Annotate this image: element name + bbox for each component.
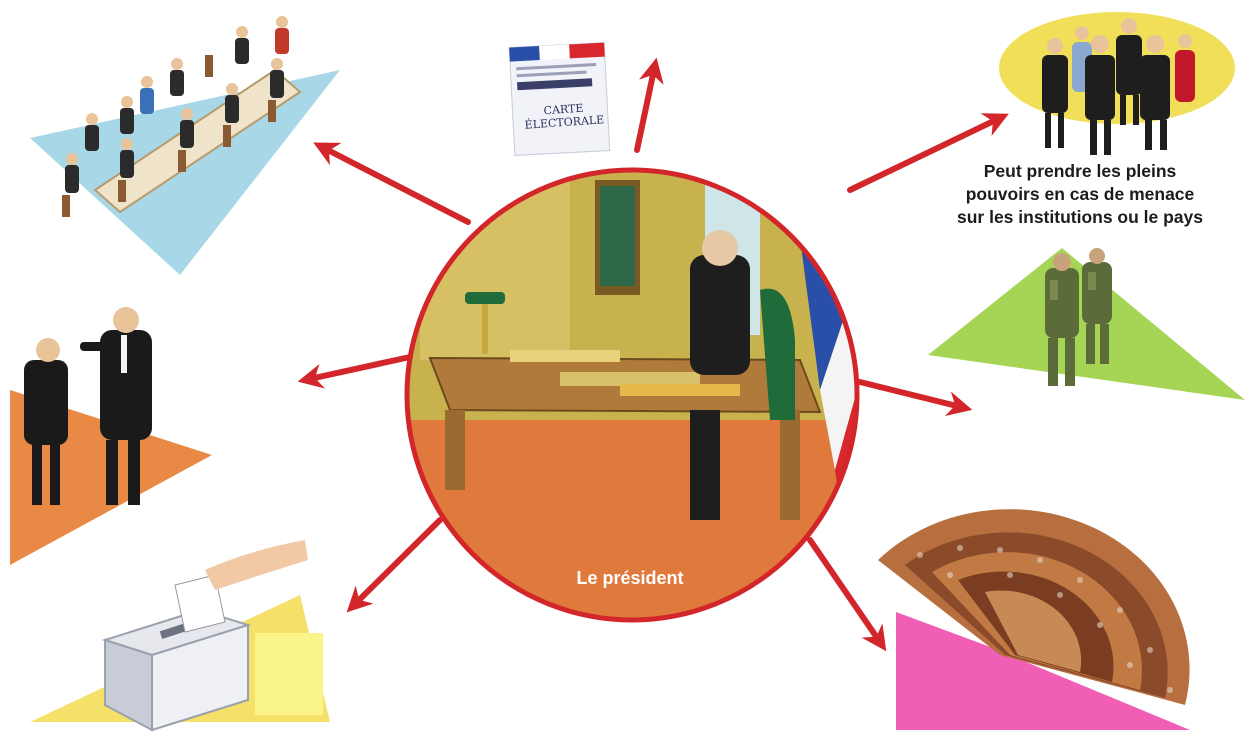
ballot-box-icon bbox=[30, 540, 330, 732]
arrow-soldiers bbox=[857, 379, 973, 416]
council-meeting-icon bbox=[30, 16, 340, 275]
soldiers-icon bbox=[928, 248, 1245, 400]
leaders-group-icon bbox=[999, 12, 1235, 155]
arrows bbox=[297, 57, 1009, 652]
emergency-powers-line-1: Peut prendre les pleins bbox=[983, 161, 1177, 181]
emergency-powers-caption: Peut prendre les pleins pouvoirs en cas … bbox=[915, 160, 1245, 229]
arrow-voter-card bbox=[634, 57, 664, 153]
voter-card-icon bbox=[508, 42, 611, 156]
arrow-council bbox=[313, 142, 471, 225]
arrow-leaders bbox=[847, 113, 1009, 193]
emergency-powers-line-3: sur les institutions ou le pays bbox=[956, 207, 1204, 227]
diplomacy-icon bbox=[10, 307, 212, 565]
arrow-diplomacy bbox=[297, 354, 413, 389]
president-label: Le président bbox=[576, 568, 684, 588]
national-assembly-icon bbox=[878, 509, 1190, 730]
arrow-ballot bbox=[346, 517, 443, 613]
emergency-powers-line-2: pouvoirs en cas de menace bbox=[965, 184, 1195, 204]
arrow-assembly bbox=[807, 537, 887, 652]
